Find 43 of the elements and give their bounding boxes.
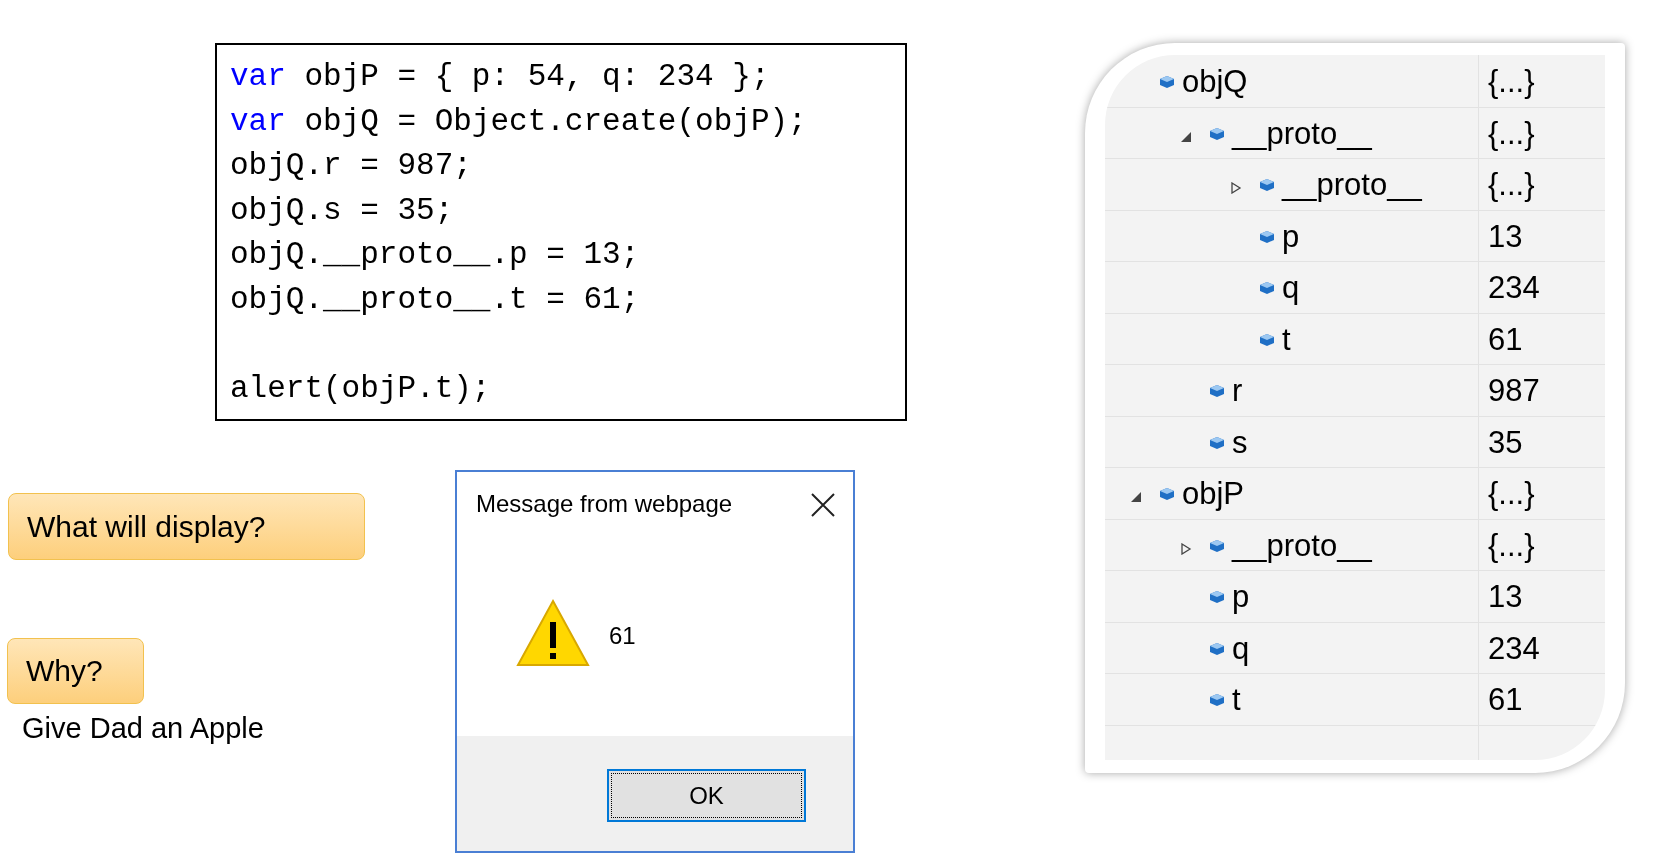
property-value: {...} (1488, 166, 1535, 204)
property-value: 35 (1488, 423, 1523, 462)
property-value: 987 (1488, 372, 1540, 410)
property-value: 234 (1488, 629, 1540, 668)
alert-dialog (455, 470, 855, 853)
callout-box (8, 493, 365, 560)
dialog-message: 61 (609, 622, 636, 650)
property-name: objP (1182, 475, 1245, 513)
code-line: objQ.s = 35; (230, 191, 455, 230)
property-value: 61 (1488, 681, 1523, 719)
property-name: q (1232, 629, 1250, 668)
property-name: objQ (1182, 63, 1248, 101)
note-text: Give Dad an Apple (22, 712, 264, 745)
property-name: p (1232, 578, 1250, 616)
property-value: {...} (1488, 475, 1535, 513)
property-name: t (1282, 320, 1291, 359)
property-name: s (1232, 423, 1248, 462)
callout-box (7, 638, 144, 704)
property-value: 13 (1488, 217, 1523, 256)
code-line: var objQ = Object.create(objP); (230, 102, 807, 141)
property-value: {...} (1488, 114, 1535, 153)
ok-button: OK (607, 769, 806, 822)
code-line: objQ.__proto__.t = 61; (230, 280, 641, 319)
callout-text: What will display? (27, 509, 266, 544)
property-value: 61 (1488, 320, 1523, 359)
property-value: 13 (1488, 578, 1523, 616)
property-name: t (1232, 681, 1241, 719)
property-value: 234 (1488, 269, 1540, 307)
property-name: q (1282, 269, 1300, 307)
code-line: var objP = { p: 54, q: 234 }; (230, 58, 771, 96)
code-line: objQ.r = 987; (230, 147, 473, 186)
property-name: p (1282, 217, 1300, 256)
property-value: {...} (1488, 63, 1535, 101)
code-line: objQ.__proto__.p = 13; (230, 236, 641, 275)
property-name: r (1232, 372, 1243, 410)
callout-text: Why? (26, 654, 103, 688)
code-box (215, 43, 907, 421)
dialog-title: Message from webpage (476, 490, 733, 518)
property-name: __proto__ (1232, 526, 1372, 565)
code-line: alert(objP.t); (230, 370, 492, 409)
property-name: __proto__ (1282, 166, 1422, 204)
property-name: __proto__ (1232, 114, 1372, 153)
property-value: {...} (1488, 526, 1535, 565)
